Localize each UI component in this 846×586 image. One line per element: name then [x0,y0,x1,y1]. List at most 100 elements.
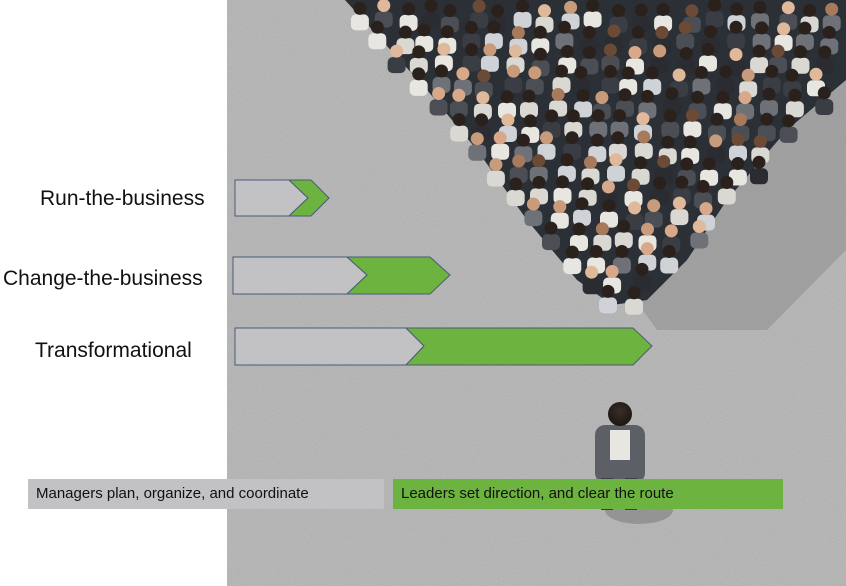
crowd-person-head [617,219,631,233]
crowd-person-head [601,284,615,298]
crowd-person-head [678,21,692,34]
crowd-person-head [653,44,667,58]
crowd-person-head [489,158,503,172]
crowd-person-head [716,90,730,104]
legend-leaders: Leaders set direction, and clear the rou… [393,479,783,509]
crowd-person-body [524,210,543,227]
crowd-person-head [491,4,504,18]
crowd-person-body [506,190,525,206]
crowd-person-body [555,33,574,50]
crowd-person-head [532,175,546,189]
crowd-person-head [657,155,671,168]
crowd-person-body [614,232,633,249]
crowd-person-head [692,220,706,233]
crowd-person-body [791,57,810,74]
crowd-person-head [719,65,733,79]
crowd-person-body [660,257,679,274]
crowd-person-head [500,90,514,104]
crowd-person-head [731,157,745,170]
crowd-person-body [480,55,499,72]
crowd-person-body [368,33,387,50]
crowd-figures [350,0,841,315]
crowd-person-head [738,91,752,105]
crowd-person-head [509,44,522,58]
crowd-person-head [576,88,590,102]
crowd-person-head [636,112,650,126]
crowd-person-body [583,11,602,28]
crowd-person-head [627,286,641,300]
crowd-person-head [440,25,454,39]
crowd-person-head [589,245,603,258]
crowd-person-head [663,109,677,123]
crowd-person-head [353,1,367,15]
row-label-run: Run-the-business [40,187,205,210]
crowd-person-head [555,64,568,78]
crowd-photo [227,0,846,586]
crowd-person-head [452,88,466,102]
crowd-person-head [691,90,704,104]
crowd-person-head [704,25,718,39]
crowd-person-head [603,65,617,78]
crowd-person-head [729,48,743,61]
crowd-person-head [532,154,546,168]
crowd-person-body [573,209,591,226]
crowd-person-head [509,177,523,191]
crowd-person-head [628,201,642,215]
crowd-person-head [679,47,693,60]
crowd-person-head [803,3,817,17]
crowd-person-head [675,175,689,189]
crowd-person-head [788,88,802,102]
crowd-person-head [582,46,596,59]
crowd-person-head [545,109,559,123]
crowd-person-body [601,77,620,94]
crowd-person-head [683,135,697,149]
crowd-person-head [581,177,595,191]
crowd-person-head [621,66,635,80]
crowd-person-head [680,157,694,171]
row-label-change: Change-the-business [3,267,203,290]
crowd-person-head [595,91,609,104]
crowd-person-head [601,180,615,194]
crowd-person-head [602,199,616,213]
crowd-person-head [402,2,416,16]
crowd-person-head [501,113,515,127]
crowd-person-body [504,77,523,94]
crowd-person-head [822,25,836,39]
crowd-person-head [664,224,678,238]
crowd-person-body [582,278,601,295]
crowd-person-body [491,143,510,160]
crowd-person-head [452,113,466,127]
crowd-person-head [672,196,686,210]
crowd-person-body [716,77,735,94]
crowd-person-head [584,155,597,169]
crowd-person-body [409,79,428,96]
crowd-person-head [752,44,766,58]
crowd-person-head [653,176,667,190]
crowd-person-body [350,14,369,31]
crowd-person-head [560,45,574,58]
crowd-person-body [625,298,643,315]
crowd-person-body [690,232,709,249]
crowd-person-head [564,0,578,14]
crowd-person-head [507,64,520,78]
crowd-person-head [398,25,412,39]
crowd-person-head [424,0,438,13]
crowd-person-head [752,155,766,169]
crowd-person-head [516,133,530,147]
crowd-person-head [443,4,457,18]
crowd-person-body [727,33,745,50]
crowd-person-head [472,0,486,13]
crowd-person-head [487,20,501,34]
crowd-person-head [760,112,774,126]
crowd-person-head [595,222,609,236]
crowd-person-head [590,133,604,147]
crowd-person-body [607,165,625,182]
crowd-person-head [377,0,391,12]
row-label-transformational: Transformational [35,339,192,362]
crowd-person-head [483,43,497,57]
crowd-person-head [640,89,654,103]
crowd-person-head [781,1,795,15]
crowd-person-body [520,102,538,119]
crowd-person-body [599,297,617,314]
crowd-person-body [563,258,582,275]
